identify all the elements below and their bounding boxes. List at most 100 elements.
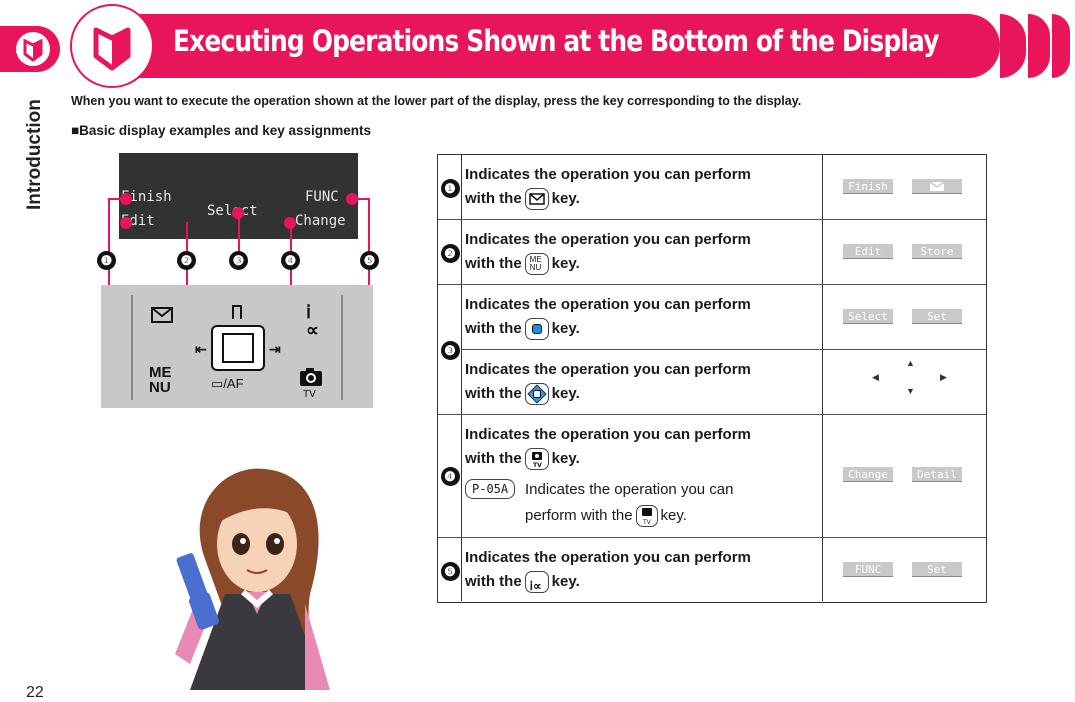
camera-icon (299, 367, 323, 392)
svg-text:TV: TV (642, 519, 652, 526)
side-tab (0, 26, 60, 72)
row-line2-post: key. (551, 255, 580, 272)
svg-text:TV: TV (533, 462, 542, 469)
softkey-left-top: Finish (121, 189, 172, 205)
row-number-badge: ❺ (440, 562, 460, 581)
callout-number: ❸ (229, 251, 248, 270)
softkey-example: FUNC (843, 562, 893, 577)
softkey-example: Select (843, 309, 893, 324)
phone-display: Finish Edit Select FUNC Change (119, 153, 358, 239)
callout-number: ❶ (97, 251, 116, 270)
right-arrow-icon: ⇥ (269, 341, 281, 357)
phone-keypad: ME NU ⇤ ⇥ ▭/AF ⅰ∝ TV (101, 285, 373, 408)
banner-arc (1052, 14, 1070, 78)
af-key-label: ▭/AF (211, 376, 244, 391)
row-description: Indicates the operation you can perform … (465, 546, 751, 594)
row-line2-pre: with the (465, 450, 522, 467)
tv-key-icon: TV (635, 505, 658, 527)
row-number: ❷ (438, 244, 462, 263)
row-line2-post: key. (551, 573, 580, 590)
center-key-icon (524, 318, 549, 341)
row-line2-post: key. (551, 190, 580, 207)
softkey-example: Set (912, 562, 962, 577)
row-line2: with the key. (465, 317, 751, 341)
tv-key-label: TV (303, 389, 316, 400)
table-row: ❹ Indicates the operation you can perfor… (438, 414, 986, 537)
table-divider (822, 155, 823, 601)
row-description: Indicates the operation you can perform … (465, 163, 751, 211)
row-line2-pre: with the (465, 190, 522, 207)
row-line2: with the key. (465, 187, 751, 211)
model-note: P-05A (465, 479, 516, 499)
model-tag: P-05A (465, 479, 516, 499)
row-number: ❸ (438, 341, 462, 360)
section-label: Introduction (24, 99, 45, 210)
title-banner (95, 14, 1000, 78)
table-divider (461, 155, 462, 601)
table-row: ❷ Indicates the operation you can perfor… (438, 219, 986, 284)
row-number-badge: ❸ (440, 341, 460, 360)
row-description: Indicates the operation you can perform … (465, 228, 751, 276)
model-note-line1: Indicates the operation you can (525, 481, 734, 498)
softkey-example: Detail (912, 467, 962, 482)
page-number: 22 (26, 684, 44, 701)
callout-line (350, 198, 370, 200)
row-number: ❺ (438, 562, 462, 581)
row-line1: Indicates the operation you can perform (465, 166, 751, 183)
row-number: ❶ (438, 179, 462, 198)
softkey-example: Store (912, 244, 962, 259)
softkey-right-top: FUNC (305, 189, 339, 205)
model-note-line2-post: key. (660, 506, 687, 524)
row-number-badge: ❷ (440, 244, 460, 263)
callout-number: ❷ (177, 251, 196, 270)
callout-dot (232, 207, 244, 219)
callout-dot (120, 217, 132, 229)
callout-dot (284, 217, 296, 229)
softkey-example: Set (912, 309, 962, 324)
row-description: Indicates the operation you can perform … (465, 293, 751, 341)
softkey-example: Change (843, 467, 893, 482)
row-description: Indicates the operation you can perform … (465, 423, 751, 471)
mail-key-icon (151, 307, 173, 328)
row-line1: Indicates the operation you can perform (465, 426, 751, 443)
callout-line (238, 214, 240, 264)
banner-arc (1000, 14, 1026, 78)
row-number-badge: ❶ (440, 179, 460, 198)
banner-arc (1028, 14, 1050, 78)
left-arrow-icon: ⇤ (195, 341, 207, 357)
up-arrow-icon (232, 305, 242, 319)
subheading: ■Basic display examples and key assignme… (71, 123, 372, 138)
row-line2-post: key. (551, 320, 580, 337)
beginner-mark-icon (16, 32, 50, 66)
softkey-right-bottom: Change (295, 213, 346, 229)
guide-character-illustration (165, 464, 335, 690)
intro-text: When you want to execute the operation s… (71, 94, 802, 108)
direction-key-icon (524, 383, 549, 406)
row-line1: Indicates the operation you can perform (465, 296, 751, 313)
softkey-example: Finish (843, 179, 893, 194)
row-line2-pre: with the (465, 255, 522, 272)
camera-tv-key-icon: TV (524, 448, 549, 471)
callout-line (108, 198, 126, 200)
center-key-frame (211, 325, 265, 371)
softkey-example: Edit (843, 244, 893, 259)
callout-number: ❹ (281, 251, 300, 270)
callout-dot (120, 193, 132, 205)
callout-dot (346, 193, 358, 205)
row-description: Indicates the operation you can perform … (465, 358, 751, 406)
imode-key-icon: ⅰ∝ (306, 302, 319, 340)
model-note-line2-pre: perform with the (525, 506, 633, 524)
imode-key-icon: ⅰ∝ (524, 571, 549, 594)
table-row: ❶ Indicates the operation you can perfor… (438, 155, 986, 219)
beginner-mark-icon (70, 4, 154, 88)
af-key-text: /AF (223, 376, 244, 391)
row-line2-post: key. (551, 450, 580, 467)
row-line2-pre: with the (465, 320, 522, 337)
row-line1: Indicates the operation you can perform (465, 361, 751, 378)
table-row: Indicates the operation you can perform … (438, 284, 986, 349)
row-number-badge: ❹ (440, 467, 460, 486)
table-row: ❺ Indicates the operation you can perfor… (438, 537, 986, 601)
